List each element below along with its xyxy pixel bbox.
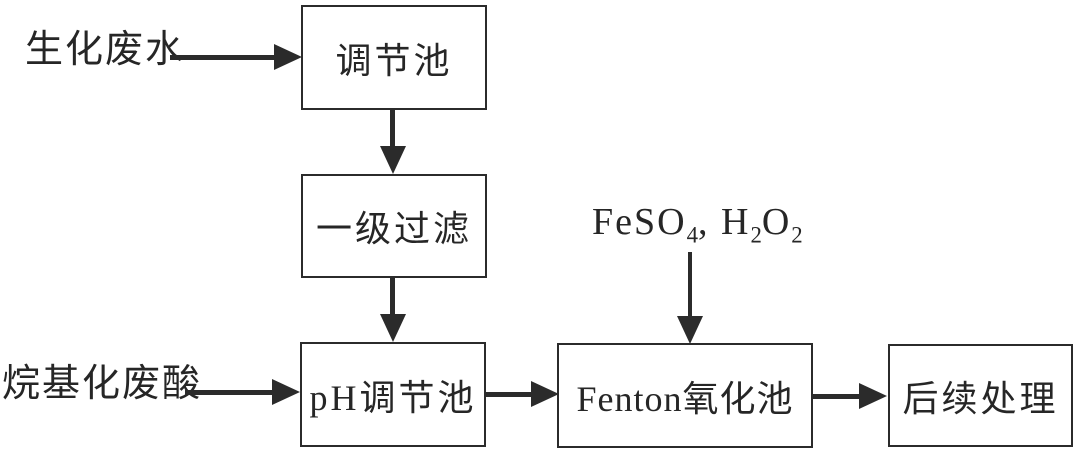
- arrow-shaft: [390, 278, 395, 316]
- reagent-text-part: O: [761, 201, 792, 243]
- arrow-head-down-icon: [677, 316, 703, 344]
- label-biochemical-wastewater: 生化废水: [25, 29, 186, 71]
- arrow-head-right-icon: [272, 379, 300, 405]
- label-alkylation-waste-acid: 烷基化废酸: [2, 363, 203, 405]
- node-ph-adjust-tank: pH调节池: [300, 342, 486, 447]
- arrow-shaft: [688, 252, 692, 318]
- node-label: 后续处理: [902, 378, 1059, 419]
- reagent-text-part: , H: [697, 201, 751, 243]
- arrow-head-down-icon: [380, 146, 406, 174]
- node-label: Fenton氧化池: [576, 378, 794, 419]
- arrow-shaft: [390, 110, 395, 148]
- reagent-subscript: 2: [791, 222, 803, 248]
- node-primary-filtration: 一级过滤: [301, 174, 487, 278]
- arrow-shaft: [486, 392, 533, 397]
- node-label: pH调节池: [309, 377, 477, 418]
- arrow-head-right-icon: [859, 383, 887, 409]
- arrow-head-right-icon: [274, 44, 302, 70]
- reagent-subscript: 4: [686, 222, 698, 248]
- arrow-shaft: [185, 390, 274, 395]
- reagent-text-part: FeSO: [592, 201, 687, 243]
- arrow-head-down-icon: [380, 314, 406, 342]
- arrow-shaft: [813, 394, 861, 399]
- arrow-head-right-icon: [531, 381, 559, 407]
- node-label: 调节池: [335, 40, 453, 81]
- label-reagents-feso4-h2o2: FeSO4, H2O2: [592, 201, 803, 248]
- node-post-treatment: 后续处理: [888, 344, 1073, 447]
- node-fenton-oxidation-tank: Fenton氧化池: [557, 343, 813, 448]
- node-regulation-tank: 调节池: [301, 5, 487, 110]
- reagent-subscript: 2: [750, 222, 762, 248]
- arrow-shaft: [170, 55, 276, 60]
- node-label: 一级过滤: [315, 209, 472, 249]
